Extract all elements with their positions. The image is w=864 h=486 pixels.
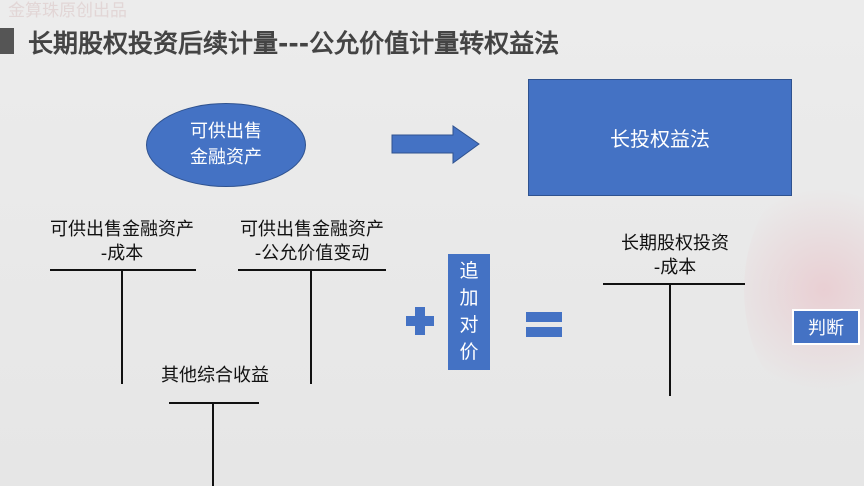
t-account-label: 可供出售金融资产-成本 xyxy=(50,219,194,264)
source-oval: 可供出售金融资产 xyxy=(146,103,306,187)
t-account-line xyxy=(603,283,745,285)
t-account-line xyxy=(121,269,123,384)
t-account-line xyxy=(310,269,312,384)
t-account-label: 其他综合收益 xyxy=(161,365,269,386)
t-account-label: 可供出售金融资产-公允价值变动 xyxy=(240,219,384,264)
right-arrow-icon xyxy=(391,125,480,164)
t-account-line xyxy=(169,402,259,404)
oval-line1: 可供出售 xyxy=(190,121,262,142)
plum-blossom-decoration xyxy=(744,170,864,410)
t-account-line xyxy=(50,269,196,271)
t-account-label: 长期股权投资-成本 xyxy=(621,233,729,278)
equals-icon xyxy=(526,312,562,337)
t-account-line xyxy=(212,402,214,486)
oval-line2: 金融资产 xyxy=(190,147,262,168)
watermark: 金算珠原创出品 xyxy=(8,1,127,21)
additional-consideration-box: 追加对价 xyxy=(448,254,490,370)
plus-icon xyxy=(406,307,434,335)
t-account-line xyxy=(669,283,671,396)
t-account-line xyxy=(238,269,386,271)
page-title: 长期股权投资后续计量---公允价值计量转权益法 xyxy=(28,29,560,58)
title-marker xyxy=(0,28,14,54)
target-box: 长投权益法 xyxy=(528,79,792,196)
judge-button[interactable]: 判断 xyxy=(792,309,860,345)
